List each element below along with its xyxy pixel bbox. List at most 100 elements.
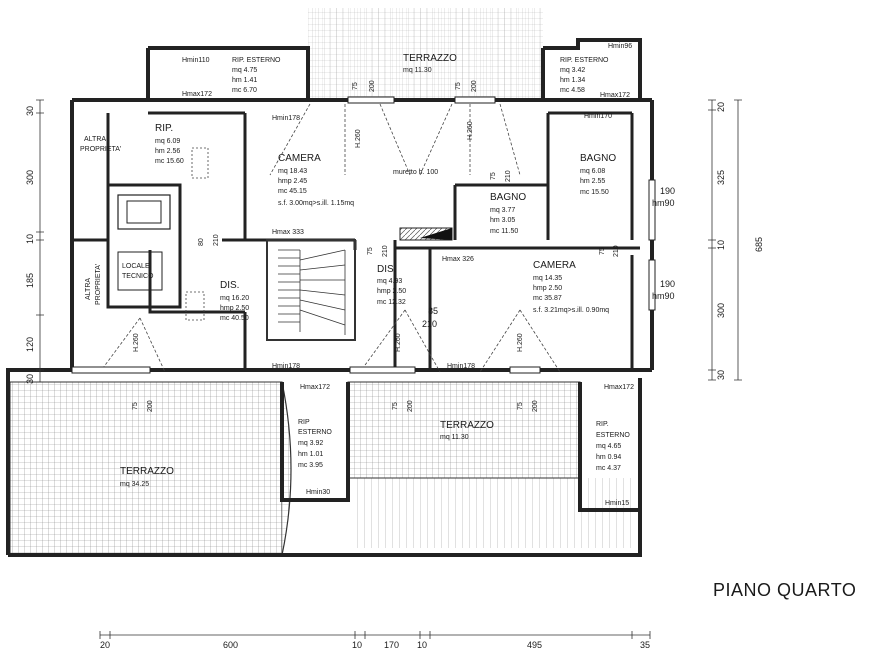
dim-bottom-3: 10 [352, 640, 362, 650]
windows [71, 96, 656, 374]
opening-75-h: 75 [517, 402, 524, 410]
dim-bottom-1: 20 [100, 640, 110, 650]
rip-int-l2: hm 2.56 [155, 148, 180, 155]
dim-right-2: 325 [716, 170, 726, 185]
camera-2-l4: s.f. 3.21mq>s.ill. 0.90mq [533, 307, 609, 314]
opening-210-a: 210 [505, 170, 512, 182]
camera-1-l1: mq 18.43 [278, 168, 307, 175]
rip-tr-l1: mq 3.42 [560, 67, 585, 74]
rip-br-l1: mq 4.65 [596, 443, 621, 450]
opening-210-b: 210 [213, 234, 220, 246]
bagno-fixture-wedge [420, 228, 452, 240]
altra-1-l2: PROPRIETA' [80, 146, 121, 153]
camera-2-name: CAMERA [533, 260, 576, 271]
rip-bl-hmax: Hmax172 [300, 384, 330, 391]
dis-1-l1: mq 16.20 [220, 295, 249, 302]
dim-bottom-4: 170 [384, 640, 399, 650]
locale-tecnico-room [117, 251, 163, 291]
rip-br-l2: hm 0.94 [596, 454, 621, 461]
rip-tr-l3: mc 4.58 [560, 87, 585, 94]
dis-2-l3: mc 12.32 [377, 299, 406, 306]
rip-tl-l3: mc 6.70 [232, 87, 257, 94]
dim-bottom-7: 35 [640, 640, 650, 650]
dim-left-4: 185 [25, 273, 35, 288]
bagno-1-l1: mq 6.08 [580, 168, 605, 175]
dim-right-3: 10 [716, 240, 726, 250]
terrazzo-mid-name: TERRAZZO [440, 420, 494, 431]
terrazzo-top-area [308, 8, 543, 98]
rip-tr-hmax: Hmax172 [600, 92, 630, 99]
rip-bl-hmin: Hmin30 [306, 489, 330, 496]
h260-e: H.260 [517, 333, 524, 352]
opening-75-g: 75 [392, 402, 399, 410]
terrazzo-left-curve [281, 381, 292, 556]
opening-75-d: 75 [367, 247, 374, 255]
dim-left-1: 30 [25, 106, 35, 116]
dim-bottom-5: 10 [417, 640, 427, 650]
opening-75-c: 75 [490, 172, 497, 180]
locale-l1: LOCALE [122, 263, 150, 270]
opening-200-d: 200 [407, 400, 414, 412]
rip-br-l3: mc 4.37 [596, 465, 621, 472]
hmin178-b: Hmin178 [447, 363, 475, 370]
rip-tl-l1: mq 4.75 [232, 67, 257, 74]
bagno-2-name: BAGNO [490, 192, 526, 203]
window-hm90-b: hm90 [652, 291, 675, 301]
rip-tl-hmax: Hmax172 [182, 91, 212, 98]
hmin178-a: Hmin178 [272, 363, 300, 370]
dim-bottom-6: 495 [527, 640, 542, 650]
rip-int-l1: mq 6.09 [155, 138, 180, 145]
rip-tl-hmin: Hmin110 [182, 57, 210, 64]
floor-title: PIANO QUARTO [713, 580, 857, 600]
roof-area-bottom [355, 478, 635, 548]
rip-bl-l3: mc 3.95 [298, 462, 323, 469]
rip-tr-name: RIP. ESTERNO [560, 57, 609, 64]
rip-tl-name: RIP. ESTERNO [232, 57, 281, 64]
pitch-lines [99, 103, 561, 373]
camera-1-hmax: Hmax 333 [272, 229, 304, 236]
bagno-1-l2: hm 2.55 [580, 178, 605, 185]
terrazzo-left-mq: mq 34.25 [120, 481, 149, 488]
dis-1-name: DIS. [220, 280, 239, 291]
window-hm90-a: hm90 [652, 198, 675, 208]
opening-85: 85 [428, 306, 438, 316]
h260-a: H.260 [355, 129, 362, 148]
rip-tl-l2: hm 1.41 [232, 77, 257, 84]
opening-80: 80 [198, 238, 205, 246]
dis-2-l1: mq 4.93 [377, 278, 402, 285]
camera-2-hmax: Hmax 326 [442, 256, 474, 263]
opening-75-a: 75 [352, 82, 359, 90]
dis-1-l2: hmp 2.50 [220, 305, 249, 312]
rip-bl-name1: RIP [298, 419, 310, 426]
opening-75-b: 75 [455, 82, 462, 90]
opening-200-e: 200 [532, 400, 539, 412]
dim-left-2: 300 [25, 170, 35, 185]
camera-1-l2: hmp 2.45 [278, 178, 307, 185]
opening-75-f: 75 [132, 402, 139, 410]
rip-int-name: RIP. [155, 123, 173, 134]
rip-br-name1: RIP. [596, 421, 609, 428]
dis-2-name: DIS. [377, 264, 396, 275]
staircase [266, 239, 356, 341]
opening-200-c: 200 [147, 400, 154, 412]
camera-1-l3: mc 45.15 [278, 188, 307, 195]
camera-2-l2: hmp 2.50 [533, 285, 562, 292]
rip-int-l3: mc 15.60 [155, 158, 184, 165]
terrazzo-left-name: TERRAZZO [120, 466, 174, 477]
dim-left-3: 10 [25, 234, 35, 244]
opening-210-c: 210 [382, 245, 389, 257]
h260-b: H.260 [467, 121, 474, 140]
locale-tecnico-box [106, 183, 182, 309]
dim-bottom-2: 600 [223, 640, 238, 650]
bagno-1-l3: mc 15.50 [580, 189, 609, 196]
rip-tr-l2: hm 1.34 [560, 77, 585, 84]
locale-tecnico-inner [117, 194, 171, 230]
terrazzo-top-name: TERRAZZO [403, 53, 457, 64]
rip-br-name2: ESTERNO [596, 432, 630, 439]
dim-right-5: 30 [716, 370, 726, 380]
skylight-rip [191, 147, 209, 179]
bagno-1-hmin: Hmin170 [584, 113, 612, 120]
rip-bl-name2: ESTERNO [298, 429, 332, 436]
terrazzo-mid-mq: mq 11.30 [440, 434, 469, 441]
camera-2-l3: mc 35.87 [533, 295, 562, 302]
